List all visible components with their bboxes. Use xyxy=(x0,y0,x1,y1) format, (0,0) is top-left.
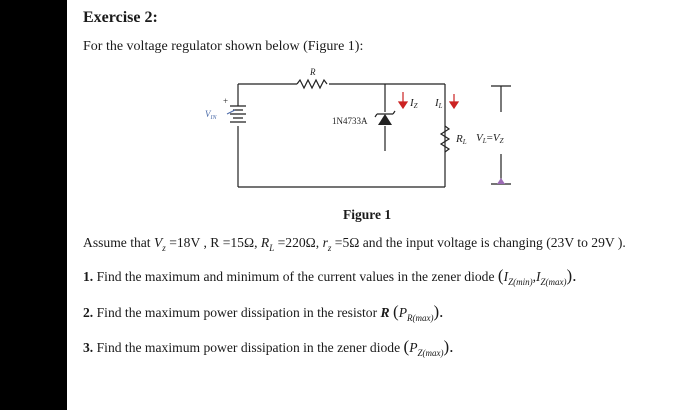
vl-bracket xyxy=(491,85,511,185)
resistor-label: R xyxy=(309,67,316,77)
vl-vz-label: VL=VZ xyxy=(476,132,504,145)
zener-part-label: 1N4733A xyxy=(332,116,368,126)
exercise-title: Exercise 2: xyxy=(83,9,158,26)
svg-text:+: + xyxy=(223,96,228,106)
battery-plates xyxy=(230,105,246,123)
resistor-r xyxy=(296,78,328,90)
document-page: { "title": "Exercise 2:", "intro": "For … xyxy=(67,0,700,410)
il-label: IL xyxy=(434,97,443,110)
figure-caption: Figure 1 xyxy=(343,207,392,222)
circuit-diagram: + R VIN 1N4733A IZ IL RL VL=VZ xyxy=(205,67,511,188)
source-label: VIN xyxy=(205,109,217,121)
load-branch xyxy=(439,125,451,153)
question-1: 1. Find the maximum and minimum of the c… xyxy=(83,266,577,287)
vl-arrow-down xyxy=(497,178,505,184)
rl-label: RL xyxy=(455,133,467,146)
assumption-line: Assume that Vz =18V , R =15Ω, RL =220Ω, … xyxy=(83,235,626,253)
question-3: 3. Find the maximum power dissipation in… xyxy=(83,337,454,358)
intro-text: For the voltage regulator shown below (F… xyxy=(83,39,364,54)
iz-label: IZ xyxy=(409,97,418,110)
question-2: 2. Find the maximum power dissipation in… xyxy=(83,302,444,323)
zener-diode-symbol xyxy=(378,114,392,125)
